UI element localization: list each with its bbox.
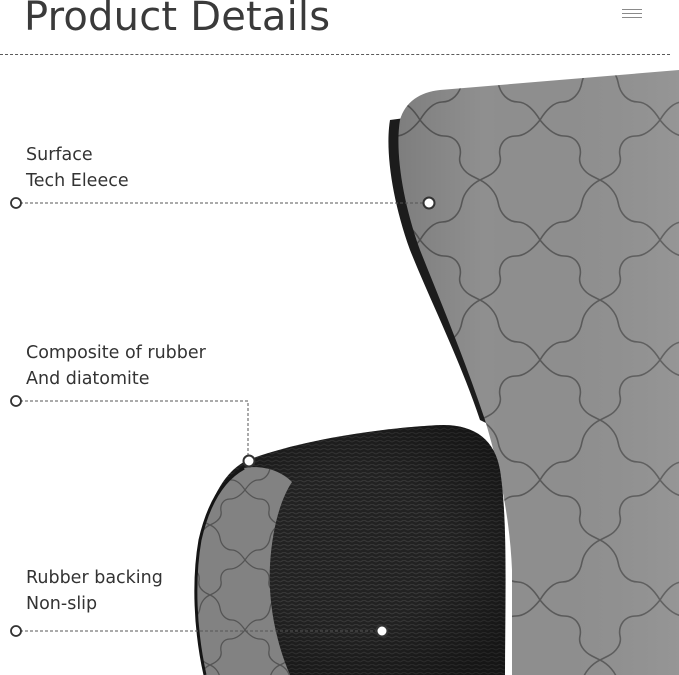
hamburger-menu-icon[interactable] (620, 8, 644, 20)
marker-start-backing (10, 625, 22, 637)
annotation-backing-line2: Non-slip (26, 594, 98, 614)
marker-start-surface (10, 197, 22, 209)
annotation-surface: Surface Tech Eleece (26, 142, 129, 194)
marker-end-surface (422, 196, 436, 210)
annotation-surface-line2: Tech Eleece (26, 171, 129, 191)
marker-start-composite (10, 395, 22, 407)
marker-end-backing (375, 624, 389, 638)
annotation-surface-line1: Surface (26, 145, 93, 165)
annotation-composite-line1: Composite of rubber (26, 343, 206, 363)
page-title: Product Details (24, 0, 331, 40)
header-divider (0, 54, 670, 55)
leader-composite (20, 400, 249, 455)
annotation-composite-line2: And diatomite (26, 369, 150, 389)
annotation-composite: Composite of rubber And diatomite (26, 340, 206, 392)
annotation-backing: Rubber backing Non-slip (26, 565, 163, 617)
marker-end-composite (242, 454, 256, 468)
rolled-inner-surface (195, 467, 292, 675)
annotation-backing-line1: Rubber backing (26, 568, 163, 588)
